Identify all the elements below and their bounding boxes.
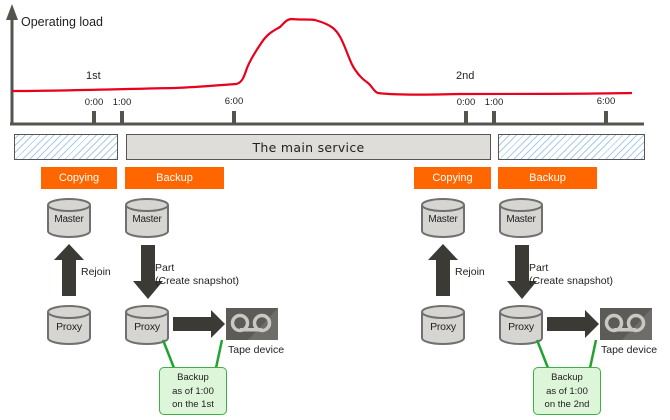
master-db-icon: Master	[46, 197, 92, 239]
part-arrow-icon	[133, 245, 163, 299]
master-db-icon: Master	[124, 197, 170, 239]
rejoin-arrow-icon	[54, 244, 84, 296]
part-label: Part	[529, 262, 549, 274]
day-label-1st: 1st	[86, 70, 101, 82]
rejoin-label: Rejoin	[81, 266, 111, 278]
tick-mark	[232, 111, 236, 124]
phase-backup-2nd: Backup	[498, 167, 597, 189]
load-chart	[6, 4, 644, 126]
backup-note-2nd: Backup as of 1:00 on the 2nd	[533, 367, 601, 415]
master-db-label: Master	[132, 214, 162, 225]
phase-copying-2nd: Copying	[414, 167, 491, 189]
proxy-db-icon: Proxy	[124, 304, 170, 346]
y-axis-label: Operating load	[21, 15, 104, 29]
note-line: Backup	[177, 372, 209, 383]
note-connector-lines	[161, 339, 224, 369]
off-hours-window-1st	[14, 134, 118, 160]
note-connector-lines	[535, 339, 598, 369]
proxy-db-label: Proxy	[430, 321, 456, 333]
main-service-bar: The main service	[126, 134, 491, 160]
tape-device-icon	[226, 308, 278, 340]
tick-mark	[464, 111, 468, 124]
create-snapshot-label: (Create snapshot)	[529, 275, 614, 287]
tick-mark	[120, 111, 124, 124]
note-line: as of 1:00	[172, 385, 214, 397]
tick-label: 0:00	[456, 97, 476, 108]
note-line: on the 2nd	[544, 399, 590, 410]
phase-copying-1st: Copying	[41, 167, 117, 189]
master-db-icon: Master	[420, 197, 466, 239]
to-tape-arrow-icon	[547, 310, 599, 338]
tick-label: 1:00	[484, 97, 504, 108]
y-axis-arrow-icon	[6, 4, 18, 20]
tape-device-label: Tape device	[601, 344, 658, 356]
tick-mark	[604, 111, 608, 124]
tick-label: 6:00	[596, 96, 616, 107]
rejoin-label: Rejoin	[455, 266, 485, 278]
rejoin-arrow-icon	[428, 244, 458, 296]
create-snapshot-label: (Create snapshot)	[155, 275, 240, 287]
proxy-db-label: Proxy	[134, 321, 160, 333]
day-label-2nd: 2nd	[456, 70, 475, 82]
proxy-db-icon: Proxy	[46, 304, 92, 346]
off-hours-window-2nd	[498, 134, 645, 160]
to-tape-arrow-icon	[173, 310, 225, 338]
load-curve	[11, 17, 633, 96]
tape-device-icon	[600, 308, 652, 340]
note-line: on the 1st	[172, 399, 214, 410]
note-line: Backup	[551, 372, 583, 383]
tick-mark	[492, 111, 496, 124]
part-arrow-icon	[507, 245, 537, 299]
master-db-label: Master	[506, 214, 536, 225]
tick-label: 6:00	[224, 96, 244, 107]
backup-note-1st: Backup as of 1:00 on the 1st	[159, 367, 227, 415]
proxy-db-label: Proxy	[508, 321, 534, 333]
phase-backup-1st: Backup	[125, 167, 224, 189]
tick-mark	[92, 111, 96, 124]
part-label: Part	[155, 262, 175, 274]
proxy-db-icon: Proxy	[420, 304, 466, 346]
tick-label: 1:00	[112, 97, 132, 108]
proxy-db-icon: Proxy	[498, 304, 544, 346]
note-line: as of 1:00	[546, 385, 588, 397]
proxy-db-label: Proxy	[56, 321, 82, 333]
master-db-label: Master	[428, 214, 458, 225]
tape-device-label: Tape device	[228, 344, 285, 356]
master-db-label: Master	[54, 214, 84, 225]
tick-marks	[92, 111, 608, 124]
tick-label: 0:00	[84, 97, 104, 108]
master-db-icon: Master	[498, 197, 544, 239]
